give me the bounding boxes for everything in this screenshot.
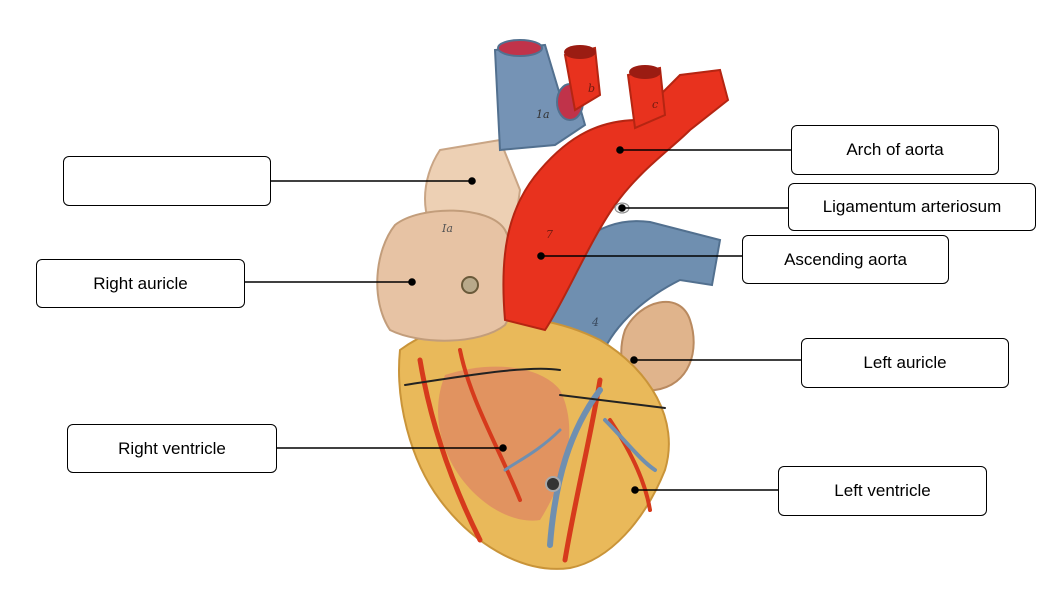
model-stud bbox=[545, 476, 561, 492]
label-box-right-ventricle: Right ventricle bbox=[67, 424, 277, 473]
coronary-vessels bbox=[404, 348, 666, 563]
label-box-ascending-aorta: Ascending aorta bbox=[742, 235, 949, 284]
label-box-left-auricle: Left auricle bbox=[801, 338, 1009, 388]
label-box-left-ventricle: Left ventricle bbox=[778, 466, 987, 516]
right-auricle-shape bbox=[376, 209, 518, 342]
model-mark-b: b bbox=[588, 82, 595, 95]
right-ventricle-muscle bbox=[438, 366, 570, 521]
model-mark-ia-atrium: Ia bbox=[441, 222, 453, 235]
leader-lines bbox=[245, 146, 801, 494]
label-box-blank[interactable] bbox=[63, 156, 271, 206]
model-mark-4: 4 bbox=[591, 316, 599, 329]
label-box-arch-of-aorta: Arch of aorta bbox=[791, 125, 999, 175]
model-peg bbox=[461, 276, 479, 294]
label-box-right-auricle: Right auricle bbox=[36, 259, 245, 308]
model-mark-7: 7 bbox=[546, 228, 553, 241]
model-mark-c: c bbox=[652, 98, 658, 111]
model-mark-ia-svc: 1a bbox=[536, 108, 550, 121]
label-box-ligamentum-arteriosum: Ligamentum arteriosum bbox=[788, 183, 1036, 231]
aorta-shape bbox=[502, 68, 730, 332]
